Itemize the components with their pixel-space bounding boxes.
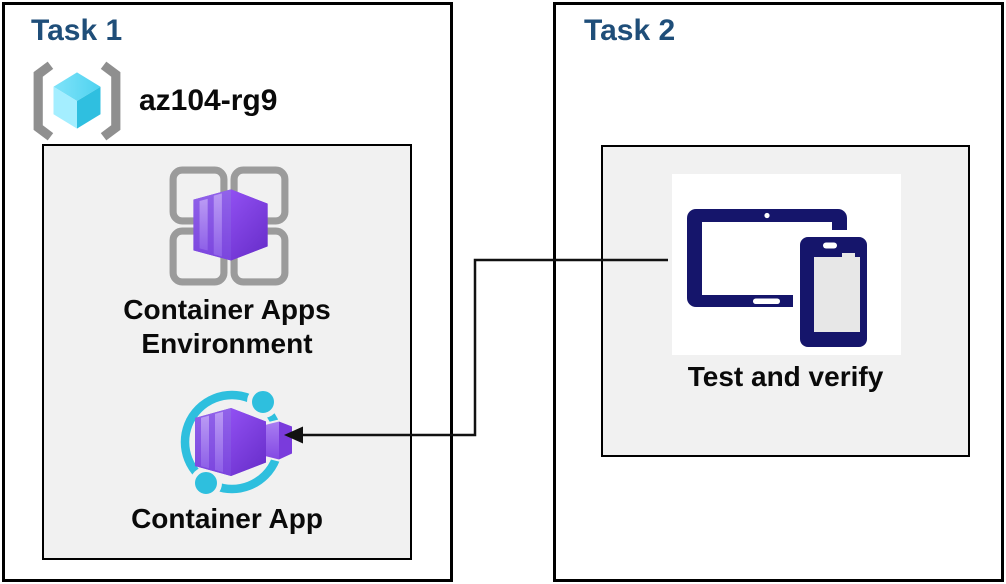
resource-group-row: az104-rg9 <box>29 59 277 143</box>
task-1-panel: Task 1 az104-rg9 <box>2 2 453 582</box>
task-1-title: Task 1 <box>31 14 123 47</box>
devices-icon-plate <box>672 174 901 355</box>
devices-icon <box>687 209 874 354</box>
container-app-icon <box>180 386 294 499</box>
container-app-label: Container App <box>131 503 323 534</box>
resource-group-name: az104-rg9 <box>139 84 278 117</box>
container-apps-environment-icon <box>169 166 289 286</box>
task-2-panel: Task 2 Test and verify <box>553 2 1004 582</box>
task-2-title: Task 2 <box>584 14 676 47</box>
test-and-verify-label: Test and verify <box>687 361 884 392</box>
task-1-resources-box: Container Apps Environment <box>42 144 412 560</box>
task-2-resources-box: Test and verify <box>601 145 970 457</box>
container-apps-environment-label: Container Apps Environment <box>123 294 331 359</box>
resource-group-icon <box>33 61 121 141</box>
